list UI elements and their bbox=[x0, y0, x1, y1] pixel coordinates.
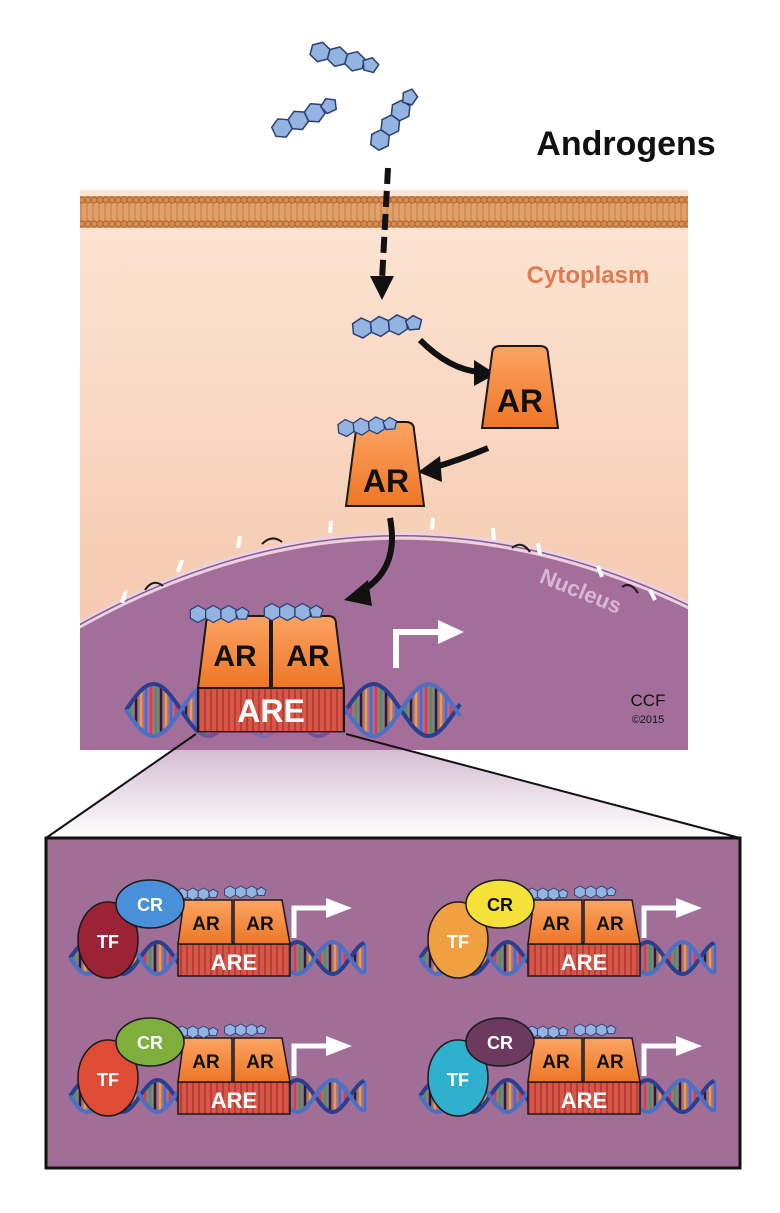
ar-monomer bbox=[583, 899, 641, 945]
ar-monomer bbox=[527, 1037, 583, 1083]
zoom-funnel bbox=[46, 732, 740, 838]
coregulator-complex: ARE AR AR TF CR bbox=[418, 879, 717, 979]
ar-label: AR bbox=[542, 1052, 570, 1073]
ar-dimer-complex: ARE AR AR bbox=[189, 602, 346, 733]
transcription-arrow bbox=[291, 1043, 328, 1076]
transcription-arrow bbox=[291, 905, 328, 938]
ar-monomer bbox=[177, 899, 233, 945]
androgen-receptor-bound: AR bbox=[337, 414, 426, 507]
arrowhead bbox=[418, 456, 442, 482]
ar-label: AR bbox=[363, 463, 409, 499]
androgen-molecule bbox=[268, 92, 342, 142]
ar-monomer bbox=[583, 1037, 641, 1083]
coregulator bbox=[465, 879, 535, 929]
ar-label: AR bbox=[286, 640, 330, 673]
are-element bbox=[527, 943, 641, 977]
are-element bbox=[177, 943, 291, 977]
cytoplasm-label: Cytoplasm bbox=[527, 262, 650, 289]
cr-label: CR bbox=[487, 1033, 513, 1053]
coregulator-complex: ARE AR AR TF CR bbox=[68, 1017, 367, 1117]
androgen-molecule bbox=[365, 84, 424, 154]
ar-label: AR bbox=[596, 1052, 624, 1073]
ar-label: AR bbox=[542, 914, 570, 935]
are-label: ARE bbox=[211, 950, 257, 975]
transcription-arrowhead bbox=[326, 1036, 352, 1056]
cr-label: CR bbox=[137, 1033, 163, 1053]
zoom-line-right bbox=[345, 733, 741, 839]
ar-monomer-right bbox=[271, 615, 346, 689]
transcription-arrow bbox=[393, 620, 464, 668]
tf-label: TF bbox=[447, 932, 469, 952]
androgen-receptor-free: AR bbox=[480, 345, 560, 429]
copyright-label: ©2015 bbox=[632, 714, 665, 726]
are-element bbox=[527, 1081, 641, 1115]
ar-monomer bbox=[177, 1037, 233, 1083]
androgens-label: Androgens bbox=[536, 125, 715, 163]
membrane-entry-arrow bbox=[370, 167, 394, 300]
cr-label: CR bbox=[487, 895, 513, 915]
tf-label: TF bbox=[97, 932, 119, 952]
nuclear-pores bbox=[120, 517, 657, 604]
transcription-factor bbox=[427, 1039, 489, 1117]
coregulator-complex: ARE AR AR TF CR bbox=[68, 879, 367, 979]
coregulator bbox=[115, 1017, 185, 1067]
are-label: ARE bbox=[561, 950, 607, 975]
ar-label: AR bbox=[246, 1052, 274, 1073]
coregulator-complex: ARE AR AR TF CR bbox=[418, 1017, 717, 1117]
ar-label: AR bbox=[192, 914, 220, 935]
transcription-factor bbox=[77, 1039, 139, 1117]
androgen-molecule bbox=[307, 39, 382, 78]
ar-label: AR bbox=[213, 640, 257, 673]
zoom-line-left bbox=[45, 733, 197, 839]
tf-label: TF bbox=[447, 1070, 469, 1090]
transcription-factor bbox=[427, 901, 489, 979]
transcription-arrowhead bbox=[676, 898, 702, 918]
transcription-arrowhead bbox=[676, 1036, 702, 1056]
coregulator bbox=[115, 879, 185, 929]
transcription-factor bbox=[77, 901, 139, 979]
ar-label: AR bbox=[246, 914, 274, 935]
arrowhead bbox=[344, 580, 372, 606]
arrowhead bbox=[474, 360, 496, 386]
ar-label: AR bbox=[192, 1052, 220, 1073]
ar-monomer bbox=[233, 1037, 291, 1083]
transcription-arrow bbox=[641, 1043, 678, 1076]
tf-label: TF bbox=[97, 1070, 119, 1090]
pore-channels bbox=[144, 537, 639, 594]
ar-monomer bbox=[527, 899, 583, 945]
transcription-arrowhead bbox=[326, 898, 352, 918]
transcription-arrow bbox=[641, 905, 678, 938]
ar-label: AR bbox=[596, 914, 624, 935]
are-label: ARE bbox=[237, 693, 305, 729]
credit-label: CCF bbox=[631, 691, 666, 710]
are-label: ARE bbox=[211, 1088, 257, 1113]
ar-label: AR bbox=[497, 383, 543, 419]
nuclear-envelope-outline bbox=[80, 535, 688, 626]
cr-label: CR bbox=[137, 895, 163, 915]
are-label: ARE bbox=[561, 1088, 607, 1113]
ar-monomer bbox=[233, 899, 291, 945]
coregulator bbox=[465, 1017, 535, 1067]
